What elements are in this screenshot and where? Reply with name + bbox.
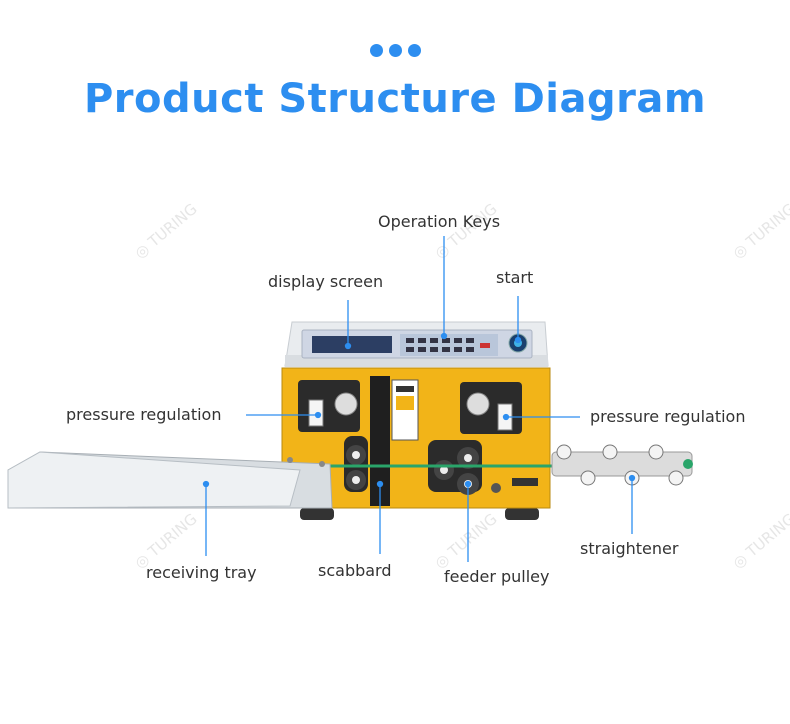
machine-foot	[505, 508, 539, 520]
label-operation-keys: Operation Keys	[378, 212, 501, 231]
operation-keys	[406, 338, 490, 352]
label-receiving-tray: receiving tray	[146, 563, 257, 582]
dot	[389, 44, 402, 57]
dot	[370, 44, 383, 57]
label-pressure-regulation-left: pressure regulation	[66, 405, 222, 424]
label-display-screen: display screen	[268, 272, 384, 291]
display-screen	[312, 336, 392, 353]
left-rollers	[344, 436, 368, 492]
leader-lines	[202, 236, 636, 562]
label-start: start	[496, 268, 534, 287]
label-straightener: straightener	[580, 539, 679, 558]
receiving-tray	[7, 451, 333, 509]
label-scabbard: scabbard	[318, 561, 392, 580]
straightener	[551, 444, 693, 486]
dot	[408, 44, 421, 57]
label-pressure-regulation-right: pressure regulation	[590, 407, 746, 426]
header-dots	[370, 44, 422, 58]
scabbard	[370, 376, 390, 506]
machine-foot	[300, 508, 334, 520]
page-title: Product Structure Diagram	[83, 76, 707, 122]
label-feeder-pulley: feeder pulley	[444, 567, 550, 586]
